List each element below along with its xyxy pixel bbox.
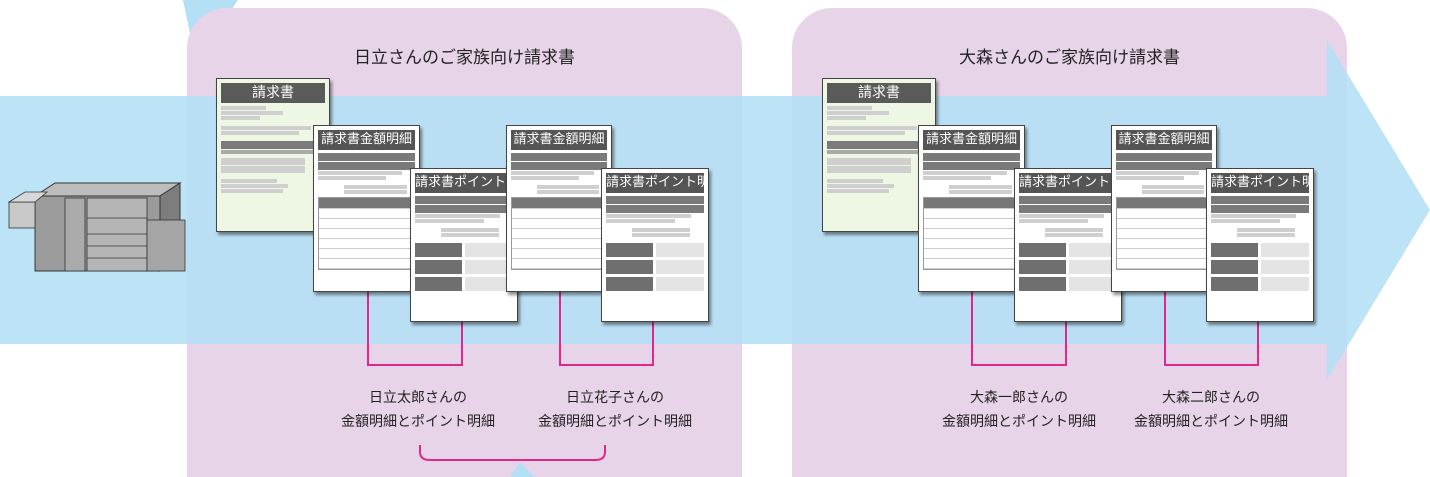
doc-title: 請求書金額明細 <box>923 130 1020 150</box>
connector-jiro <box>1164 282 1259 366</box>
invoice-cover-doc: 請求書 <box>822 78 936 232</box>
connector-taro <box>367 282 463 366</box>
caption-line1: 日立花子さんの <box>566 390 664 406</box>
doc-title: 請求書 <box>827 83 931 103</box>
doc-title: 請求書ポイント明細 <box>415 173 513 193</box>
amount-detail-doc: 請求書金額明細 <box>1111 125 1217 292</box>
connector-hanako <box>559 282 654 366</box>
doc-title: 請求書ポイント明細 <box>1211 173 1309 193</box>
invoice-cover-doc: 請求書 <box>216 78 330 232</box>
connector-family-bracket <box>419 445 606 461</box>
bottom-pointer-wedge <box>510 462 535 477</box>
doc-title: 請求書ポイント明細 <box>1019 173 1117 193</box>
production-printer-icon <box>7 182 186 272</box>
caption-line2: 金額明細とポイント明細 <box>942 414 1096 430</box>
group-title-hitachi: 日立さんのご家族向け請求書 <box>354 48 575 68</box>
doc-title: 請求書 <box>221 83 325 103</box>
amount-detail-doc: 請求書金額明細 <box>313 125 420 292</box>
member-caption-hanako: 日立花子さんの 金額明細とポイント明細 <box>515 386 715 434</box>
member-caption-jiro: 大森二郎さんの 金額明細とポイント明細 <box>1111 386 1311 434</box>
caption-line1: 大森二郎さんの <box>1162 390 1260 406</box>
point-detail-doc: 請求書ポイント明細 <box>1014 168 1122 322</box>
connector-ichiro <box>971 282 1067 366</box>
caption-line2: 金額明細とポイント明細 <box>538 414 692 430</box>
point-detail-doc: 請求書ポイント明細 <box>601 168 709 322</box>
point-detail-doc: 請求書ポイント明細 <box>410 168 518 322</box>
member-caption-taro: 日立太郎さんの 金額明細とポイント明細 <box>318 386 518 434</box>
caption-line1: 大森一郎さんの <box>970 390 1068 406</box>
amount-detail-doc: 請求書金額明細 <box>506 125 612 292</box>
doc-title: 請求書金額明細 <box>1116 130 1212 150</box>
group-title-omori: 大森さんのご家族向け請求書 <box>959 48 1180 68</box>
caption-line2: 金額明細とポイント明細 <box>341 414 495 430</box>
member-caption-ichiro: 大森一郎さんの 金額明細とポイント明細 <box>919 386 1119 434</box>
doc-title: 請求書金額明細 <box>511 130 607 150</box>
doc-title: 請求書金額明細 <box>318 130 415 150</box>
doc-title: 請求書ポイント明細 <box>606 173 704 193</box>
caption-line1: 日立太郎さんの <box>369 390 467 406</box>
point-detail-doc: 請求書ポイント明細 <box>1206 168 1314 322</box>
caption-line2: 金額明細とポイント明細 <box>1134 414 1288 430</box>
amount-detail-doc: 請求書金額明細 <box>918 125 1025 292</box>
